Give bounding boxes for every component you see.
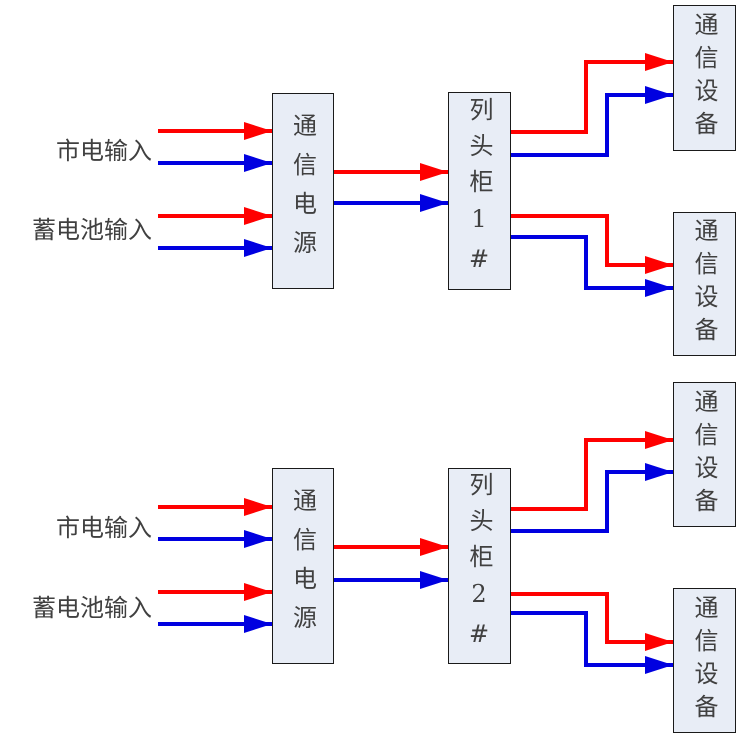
battery-input-label-1: 蓄电池输入	[32, 216, 152, 244]
power-supply-label-2: 通信电源	[288, 488, 317, 644]
power-supply-box-1: 通信电源	[272, 93, 334, 289]
wire-cabinet-eq-red-1a	[511, 53, 673, 134]
wire-cabinet-eq-blue-1b	[511, 235, 673, 297]
equipment-box-1a: 通信设备	[673, 5, 736, 151]
wire-cabinet-eq-blue-1a	[511, 86, 673, 157]
power-supply-box-2: 通信电源	[272, 468, 334, 664]
mains-input-label-1: 市电输入	[56, 137, 152, 165]
mains-input-label-2: 市电输入	[56, 514, 152, 542]
power-supply-label-1: 通信电源	[288, 113, 317, 269]
wire-cabinet-eq-red-1b	[511, 214, 673, 274]
wire-cabinet-eq-blue-2b	[511, 611, 673, 674]
wire-cabinet-eq-blue-2a	[511, 463, 673, 533]
equipment-label-1b: 通信设备	[690, 218, 718, 350]
equipment-box-2b: 通信设备	[673, 588, 736, 733]
wire-cabinet-eq-red-2b	[511, 592, 673, 651]
battery-input-label-2: 蓄电池输入	[32, 594, 152, 622]
equipment-box-1b: 通信设备	[673, 212, 736, 356]
equipment-label-2b: 通信设备	[690, 594, 718, 727]
equipment-label-1a: 通信设备	[690, 12, 718, 144]
row-head-cabinet-box-2: 列头柜2#	[448, 468, 511, 664]
equipment-box-2a: 通信设备	[673, 382, 736, 527]
equipment-label-2a: 通信设备	[690, 388, 718, 521]
row-head-cabinet-box-1: 列头柜1#	[448, 92, 511, 290]
wire-cabinet-eq-red-2a	[511, 431, 673, 511]
row-head-cabinet-label-2: 列头柜2#	[465, 472, 493, 660]
row-head-cabinet-label-1: 列头柜1#	[465, 97, 493, 285]
